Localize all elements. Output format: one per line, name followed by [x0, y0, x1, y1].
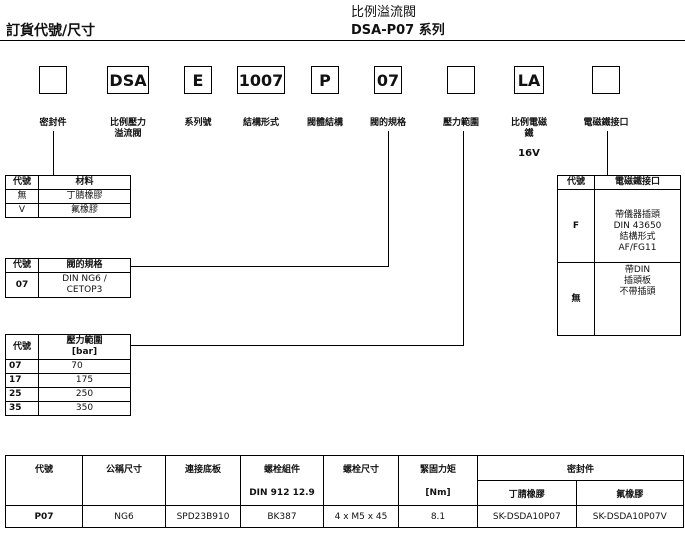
size-table: 代號 閥的規格 07 DIN NG6 / CETOP3 [5, 258, 131, 298]
seal-code: 無 [5, 189, 39, 204]
code-box-seal [39, 66, 67, 94]
code-box-pressure [447, 66, 475, 94]
bottom-header-bolt-size: 螺栓尺寸 [323, 455, 399, 506]
size-header-spec: 閥的規格 [38, 258, 131, 273]
bottom-subheader-bolt-kit: DIN 912 12.9 [240, 480, 324, 506]
size-spec: DIN NG6 / CETOP3 [38, 272, 131, 298]
bottom-header-code: 代號 [5, 455, 83, 506]
seal-material: 丁腈橡膠 [38, 189, 131, 204]
leader-pressure-v [463, 131, 464, 346]
bottom-cell-torque: 8.1 [398, 505, 478, 528]
leader-seal [53, 131, 54, 175]
pressure-code: 07 [5, 359, 39, 374]
leader-size-h [131, 266, 389, 267]
header-rule [0, 40, 685, 41]
label-seal: 密封件 [39, 118, 67, 128]
seal-material: 氟橡膠 [38, 203, 131, 218]
connector-header-code: 代號 [557, 175, 595, 190]
bottom-cell-seal-fkm: SK-DSDA10P07V [575, 505, 685, 528]
bottom-subheader-seal-fkm: 氟橡膠 [575, 480, 685, 506]
bottom-header-subplate: 連接底板 [165, 455, 241, 506]
connector-code: F [557, 189, 595, 263]
label-connector: 電磁鐵接口 [583, 118, 629, 128]
code-box-structure: 1007 [237, 66, 285, 94]
size-header-code: 代號 [5, 258, 39, 273]
label-structure: 結構形式 [242, 118, 279, 128]
connector-code: 無 [557, 262, 595, 336]
pressure-value: 70 [38, 359, 131, 374]
product-title-line2: DSA-P07 系列 [351, 23, 445, 38]
size-code: 07 [5, 272, 39, 298]
page-title: 訂貨代號/尺寸 [6, 23, 96, 39]
bottom-cell-code: P07 [5, 505, 83, 528]
seal-header-code: 代號 [5, 175, 39, 190]
bottom-cell-size: NG6 [82, 505, 166, 528]
pressure-header-range: 壓力範圍 [bar] [38, 334, 131, 360]
bottom-subheader-seal-nbr: 丁腈橡膠 [477, 480, 577, 506]
pressure-table: 代號 壓力範圍 [bar] 07 70 17 175 25 250 35 350 [5, 334, 131, 416]
code-box-solenoid: LA [514, 66, 544, 94]
code-box-dsa: DSA [107, 66, 149, 94]
pressure-code: 35 [5, 401, 39, 416]
label-size: 閥的規格 [369, 118, 406, 128]
order-summary-table: 代號 公稱尺寸 連接底板 螺栓組件 螺栓尺寸 緊固力矩 密封件 DIN 912 … [5, 455, 685, 528]
product-title: 比例溢流閥 DSA-P07 系列 [351, 4, 445, 40]
bottom-header-size: 公稱尺寸 [82, 455, 166, 506]
bottom-subheader-torque: [Nm] [398, 480, 478, 506]
pressure-header-code: 代號 [5, 334, 39, 360]
label-solenoid: 比例電磁 鐵 [510, 118, 547, 139]
pressure-code: 17 [5, 373, 39, 388]
pressure-value: 175 [38, 373, 131, 388]
voltage-note: 16V [518, 148, 540, 159]
bottom-cell-seal-nbr: SK-DSDA10P07 [477, 505, 577, 528]
label-body: 閥體結構 [306, 118, 343, 128]
label-series: 系列號 [184, 118, 212, 128]
connector-desc: 帶儀器插頭 DIN 43650 結構形式 AF/FG11 [594, 189, 681, 263]
connector-header-type: 電磁鐵接口 [594, 175, 681, 190]
code-box-connector [592, 66, 620, 94]
label-pressure: 壓力範圍 [442, 118, 479, 128]
bottom-header-bolt-kit: 螺栓組件 [240, 455, 324, 481]
connector-desc: 帶DIN 插頭板 不帶插頭 [594, 262, 681, 336]
seal-header-material: 材料 [38, 175, 131, 190]
pressure-code: 25 [5, 387, 39, 402]
code-box-series: E [184, 66, 212, 94]
pressure-value: 250 [38, 387, 131, 402]
seal-table: 代號 材料 無 丁腈橡膠 V 氟橡膠 [5, 175, 131, 218]
bottom-header-seal: 密封件 [477, 455, 684, 481]
pressure-value: 350 [38, 401, 131, 416]
bottom-header-torque: 緊固力矩 [398, 455, 478, 481]
product-title-line1: 比例溢流閥 [351, 5, 417, 20]
pressure-header-unit: [bar] [71, 347, 98, 357]
seal-code: V [5, 203, 39, 218]
leader-connector [607, 131, 608, 175]
bottom-cell-bolt-size: 4 x M5 x 45 [323, 505, 399, 528]
label-dsa: 比例壓力 溢流閥 [109, 118, 146, 139]
bottom-cell-subplate: SPD23B910 [165, 505, 241, 528]
leader-size-v [388, 131, 389, 267]
pressure-header-title: 壓力範圍 [66, 336, 103, 346]
code-box-body: P [311, 66, 339, 94]
code-box-size: 07 [374, 66, 402, 94]
leader-pressure-h [131, 345, 464, 346]
bottom-cell-bolt-kit: BK387 [240, 505, 324, 528]
connector-table: 代號 電磁鐵接口 F 帶儀器插頭 DIN 43650 結構形式 AF/FG11 … [557, 175, 681, 336]
